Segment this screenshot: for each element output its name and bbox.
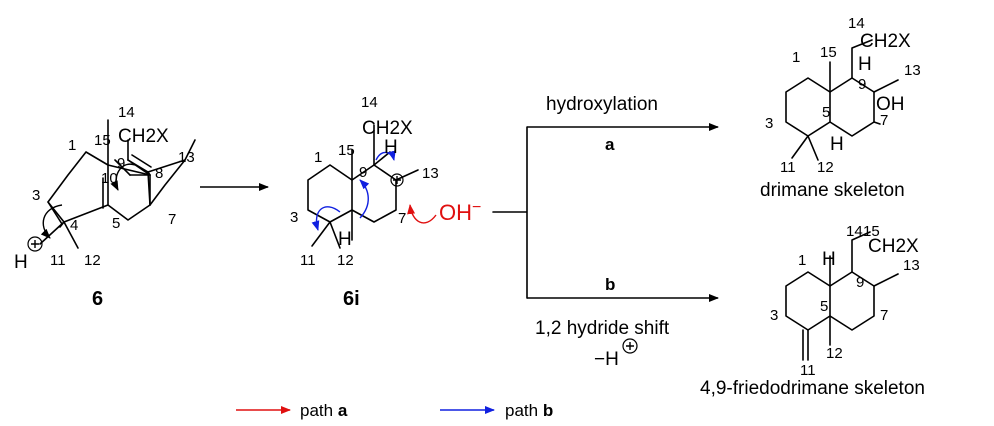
atom-label: 12 [826, 345, 843, 362]
atom-label: 5 [112, 215, 120, 232]
compound-number-6: 6 [92, 288, 103, 310]
atom-label: 7 [398, 210, 406, 227]
atom-label: 14 [848, 15, 865, 32]
ch2x-group: CH2X [362, 118, 413, 139]
cation-charge-icon [27, 236, 43, 252]
atom-label: 1 [314, 149, 322, 166]
atom-label: 14 [846, 223, 863, 240]
atom-label: 7 [168, 211, 176, 228]
atom-label: 4 [70, 217, 78, 234]
atom-label: 11 [300, 252, 316, 269]
cation-charge-icon [622, 338, 638, 354]
ch2x-group: CH2X [860, 31, 911, 52]
hydroxyl-label: OH [876, 94, 905, 115]
friedodrimane-caption: 4,9-friedodrimane skeleton [700, 378, 925, 399]
legend-path-a: path a [300, 401, 348, 420]
proton-label: H [14, 252, 28, 273]
atom-label: 12 [337, 252, 354, 269]
atom-label: 3 [32, 187, 40, 204]
path-a-label: hydroxylation [546, 94, 658, 115]
atom-label: 1 [792, 49, 800, 66]
atom-label: 11 [50, 252, 66, 269]
proton-loss: −H [594, 349, 619, 370]
compound-6i: 1 3 7 9 11 12 13 14 15 CH2X H H 6i [290, 94, 439, 310]
legend-path-b: path b [505, 401, 553, 420]
hydrogen-label: H [830, 134, 844, 155]
path-a-letter: a [605, 135, 615, 154]
atom-label: 10 [101, 170, 118, 187]
atom-label: 8 [155, 165, 163, 182]
atom-label: 5 [822, 104, 830, 121]
atom-label: 7 [880, 112, 888, 129]
atom-label: 12 [817, 159, 834, 176]
drimane-structure: 1 3 5 7 9 11 12 13 14 15 CH2X OH H H dri… [760, 15, 921, 201]
atom-label: 14 [361, 94, 378, 111]
atom-label: 7 [880, 307, 888, 324]
hydrogen-label: H [822, 249, 836, 270]
hydroxide-reagent: OH− [439, 199, 481, 225]
compound-number-6i: 6i [343, 288, 360, 310]
atom-label: 1 [68, 137, 76, 154]
hydrogen-label: H [858, 54, 872, 75]
atom-label: 9 [117, 155, 125, 172]
atom-label: 11 [780, 159, 796, 176]
atom-label: 13 [903, 257, 920, 274]
atom-label: 13 [178, 149, 195, 166]
ch2x-group: CH2X [118, 126, 169, 147]
legend: path a path b [236, 401, 553, 420]
path-b-label: 1,2 hydride shift [535, 318, 670, 339]
atom-label: 9 [359, 164, 367, 181]
hydrogen-label: H [338, 229, 352, 250]
atom-label: 9 [856, 274, 864, 291]
friedodrimane-structure: 1 3 5 7 9 11 12 13 14 15 CH2X H 4,9-frie… [700, 223, 925, 399]
atom-label: 1 [798, 252, 806, 269]
atom-label: 5 [820, 298, 828, 315]
atom-label: 15 [338, 142, 355, 159]
atom-label: 15 [820, 44, 837, 61]
atom-label: 14 [118, 104, 135, 121]
atom-label: 15 [863, 223, 880, 240]
cation-charge-icon [390, 173, 404, 187]
atom-label: 12 [84, 252, 101, 269]
atom-label: 9 [858, 76, 866, 93]
compound-6: H 1 3 4 5 7 8 9 10 11 12 13 14 15 CH2X 6 [14, 104, 196, 310]
atom-label: 15 [94, 132, 111, 149]
hydrogen-label: H [384, 137, 398, 158]
atom-label: 3 [765, 115, 773, 132]
path-b-letter: b [605, 275, 615, 294]
atom-label: 11 [800, 362, 816, 379]
drimane-caption: drimane skeleton [760, 180, 905, 201]
atom-label: 13 [422, 165, 439, 182]
atom-label: 13 [904, 62, 921, 79]
atom-label: 3 [770, 307, 778, 324]
ch2x-group: CH2X [868, 236, 919, 257]
atom-label: 3 [290, 209, 298, 226]
